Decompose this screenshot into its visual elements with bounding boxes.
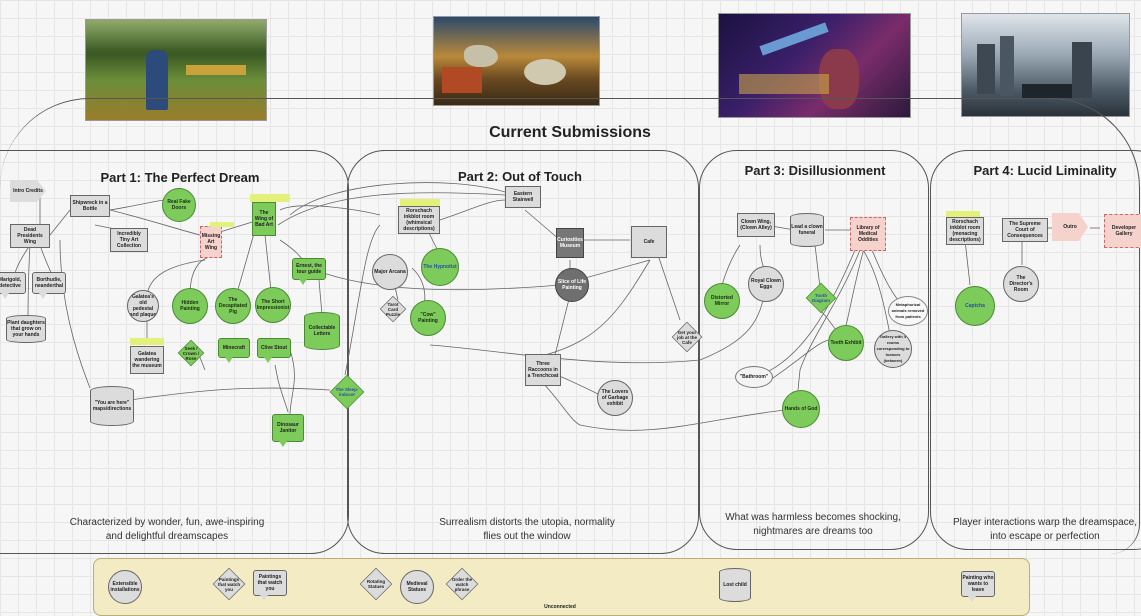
unconnected-medieval-statues[interactable]: Medieval Statues: [400, 570, 434, 604]
board-title: Current Submissions: [489, 124, 651, 141]
node-major-arcana[interactable]: Major Arcana: [372, 254, 408, 290]
unconnected-tray: [93, 558, 1030, 616]
node-three-raccoons[interactable]: Three Raccoons in a Trenchcoat: [525, 354, 561, 386]
node-teeth-exhibit[interactable]: Teeth Exhibit: [828, 325, 864, 361]
node-short-impressionist[interactable]: The Short Impressionist: [255, 287, 291, 323]
node-captcha[interactable]: Captcha: [955, 286, 995, 326]
node-galatea-pedestal[interactable]: Galatea's old pedestal and plaque: [127, 290, 159, 322]
node-developer-gallery[interactable]: Developer Gallery: [1104, 214, 1141, 248]
sticky-note-galatea: [130, 338, 164, 345]
photo-coraline-scene: [718, 13, 911, 118]
node-shipwreck-in-a-bottle[interactable]: Shipwreck in a Bottle: [70, 195, 110, 217]
node-tarot-card-puzzle[interactable]: Tarot Card Puzzle: [379, 295, 407, 323]
node-missing-art-wing[interactable]: Missing Art Wing: [200, 226, 222, 258]
node-royal-clown-eggs[interactable]: Royal Clown Eggs: [748, 266, 784, 302]
node-dead-presidents-wing[interactable]: Dead Presidents Wing: [10, 224, 50, 248]
node-clive-stout[interactable]: Clive Stout: [257, 338, 291, 363]
part-1-frame: [0, 150, 349, 554]
node-metaphorical-animals[interactable]: Metaphorical animals removed from patien…: [888, 296, 928, 326]
unconnected-extensible-installations[interactable]: Extensible installations: [108, 570, 142, 604]
node-cafe[interactable]: Cafe: [631, 226, 667, 258]
part-3-title: Part 3: Disillusionment: [744, 163, 886, 178]
part-1-title: Part 1: The Perfect Dream: [100, 170, 260, 185]
node-clown-wing[interactable]: Clown Wing, (Clown Alley): [737, 213, 775, 237]
sticky-note-missing-art: [210, 222, 234, 227]
node-eastern-stairwell[interactable]: Eastern Stairwell: [505, 186, 541, 208]
photo-oz-poppy-field: [85, 19, 267, 121]
node-ernest-tour-guide[interactable]: Ernest, the tour guide: [292, 258, 326, 285]
node-distorted-mirror[interactable]: Distorted Mirror: [704, 283, 740, 319]
part-1-caption: Characterized by wonder, fun, awe-inspir…: [69, 517, 265, 542]
photo-inception-city: [961, 13, 1130, 117]
unconnected-paintings-diamond[interactable]: Paintings that watch you: [212, 567, 246, 601]
part-2-frame: [347, 150, 699, 554]
node-decapitated-pig[interactable]: The Decapitated Pig: [215, 288, 251, 324]
node-rorschach-menacing[interactable]: Rorschach inkblot room (menacing descrip…: [946, 217, 984, 245]
node-bathroom[interactable]: "Bathroom": [735, 366, 773, 388]
node-tooth-diagram[interactable]: Tooth Diagram: [805, 282, 837, 314]
part-4-frame: [930, 150, 1141, 550]
part-4-caption: Player interactions warp the dreamspace,…: [953, 517, 1137, 542]
node-you-are-here-maps[interactable]: "You are here" maps/directions: [90, 386, 134, 426]
overall-frame: [0, 98, 1140, 554]
unconnected-lost-child[interactable]: Lost child: [719, 568, 751, 602]
part-3-frame: [699, 150, 929, 550]
node-plant-daughters[interactable]: Plant daughters that grow on your hands: [6, 315, 46, 343]
node-directors-room[interactable]: The Director's Room: [1003, 266, 1039, 302]
node-slice-of-life-painting[interactable]: Slice of Life Painting: [555, 268, 589, 302]
part-4-title: Part 4: Lucid Liminality: [973, 163, 1117, 178]
node-real-fake-doors[interactable]: Real Fake Doors: [162, 188, 196, 222]
node-dinosaur-janitor[interactable]: Dinosaur Janitor: [272, 414, 304, 447]
node-lovers-of-garbage[interactable]: The Lovers of Garbage exhibit: [597, 380, 633, 416]
sticky-note-rorschach-menacing: [946, 211, 980, 217]
node-gallery-humors[interactable]: Gallery with 4 rooms corresponding to hu…: [874, 330, 912, 368]
part-3-caption: What was harmless becomes shocking, nigh…: [725, 512, 901, 537]
unconnected-label: Unconnected: [544, 604, 576, 610]
node-lead-clown-funeral[interactable]: Lead a clown funeral: [790, 213, 824, 247]
unconnected-order-watch-phrase[interactable]: Order the watch phrase: [445, 567, 479, 601]
part-2-caption: Surrealism distorts the utopia, normalit…: [439, 517, 615, 542]
node-hidden-painting[interactable]: Hidden Painting: [172, 288, 208, 324]
node-hypnotist[interactable]: The Hypnotist: [421, 248, 459, 286]
node-hands-of-god[interactable]: Hands of God: [782, 390, 820, 428]
node-seek-crown-rose[interactable]: Seek / Crown / Rose: [177, 339, 205, 367]
node-rorschach-whimsical[interactable]: Rorschach inkblot room (whimsical descri…: [398, 206, 440, 234]
node-wing-of-bad-art[interactable]: The Wing of Bad Art: [252, 202, 276, 236]
node-collectable-letters[interactable]: Collectable Letters: [304, 312, 340, 350]
node-borthudie-neanderthal[interactable]: Borthudie, neanderthal: [32, 272, 66, 299]
node-intro-credits[interactable]: Intro Credits: [10, 180, 46, 202]
node-get-your-job-cafe[interactable]: Get your job at the Cafe: [671, 321, 703, 353]
node-marigold-detective[interactable]: Marigold, detective: [0, 272, 26, 299]
node-cow-painting[interactable]: "Cow" Painting: [410, 300, 446, 336]
sticky-note-rorschach: [400, 199, 440, 206]
node-outro[interactable]: Outro: [1052, 213, 1088, 241]
unconnected-paintings-watch-you[interactable]: Paintings that watch you: [253, 570, 287, 601]
node-medical-oddities[interactable]: Library of Medical Oddities: [850, 217, 886, 251]
node-galatea-wandering[interactable]: Galatea wandering the museum: [130, 346, 164, 374]
node-supreme-court[interactable]: The Supreme Court of Consequences: [1002, 218, 1048, 242]
node-tiny-art-collection[interactable]: Incredibly Tiny Art Collection: [110, 228, 148, 252]
unconnected-painting-wants-leave[interactable]: Painting who wants to leave: [961, 571, 995, 602]
unconnected-rotating-statues[interactable]: Rotating Statues: [359, 567, 393, 601]
sticky-note-bad-art: [250, 194, 290, 202]
photo-persistence-of-memory: [433, 16, 600, 106]
node-sleep-inducer[interactable]: The Sleep-inducer: [329, 374, 365, 410]
node-curiosities-museum[interactable]: Curiosities Museum: [556, 228, 584, 258]
node-minecraft[interactable]: Minecraft: [218, 338, 250, 363]
part-2-title: Part 2: Out of Touch: [458, 169, 582, 184]
